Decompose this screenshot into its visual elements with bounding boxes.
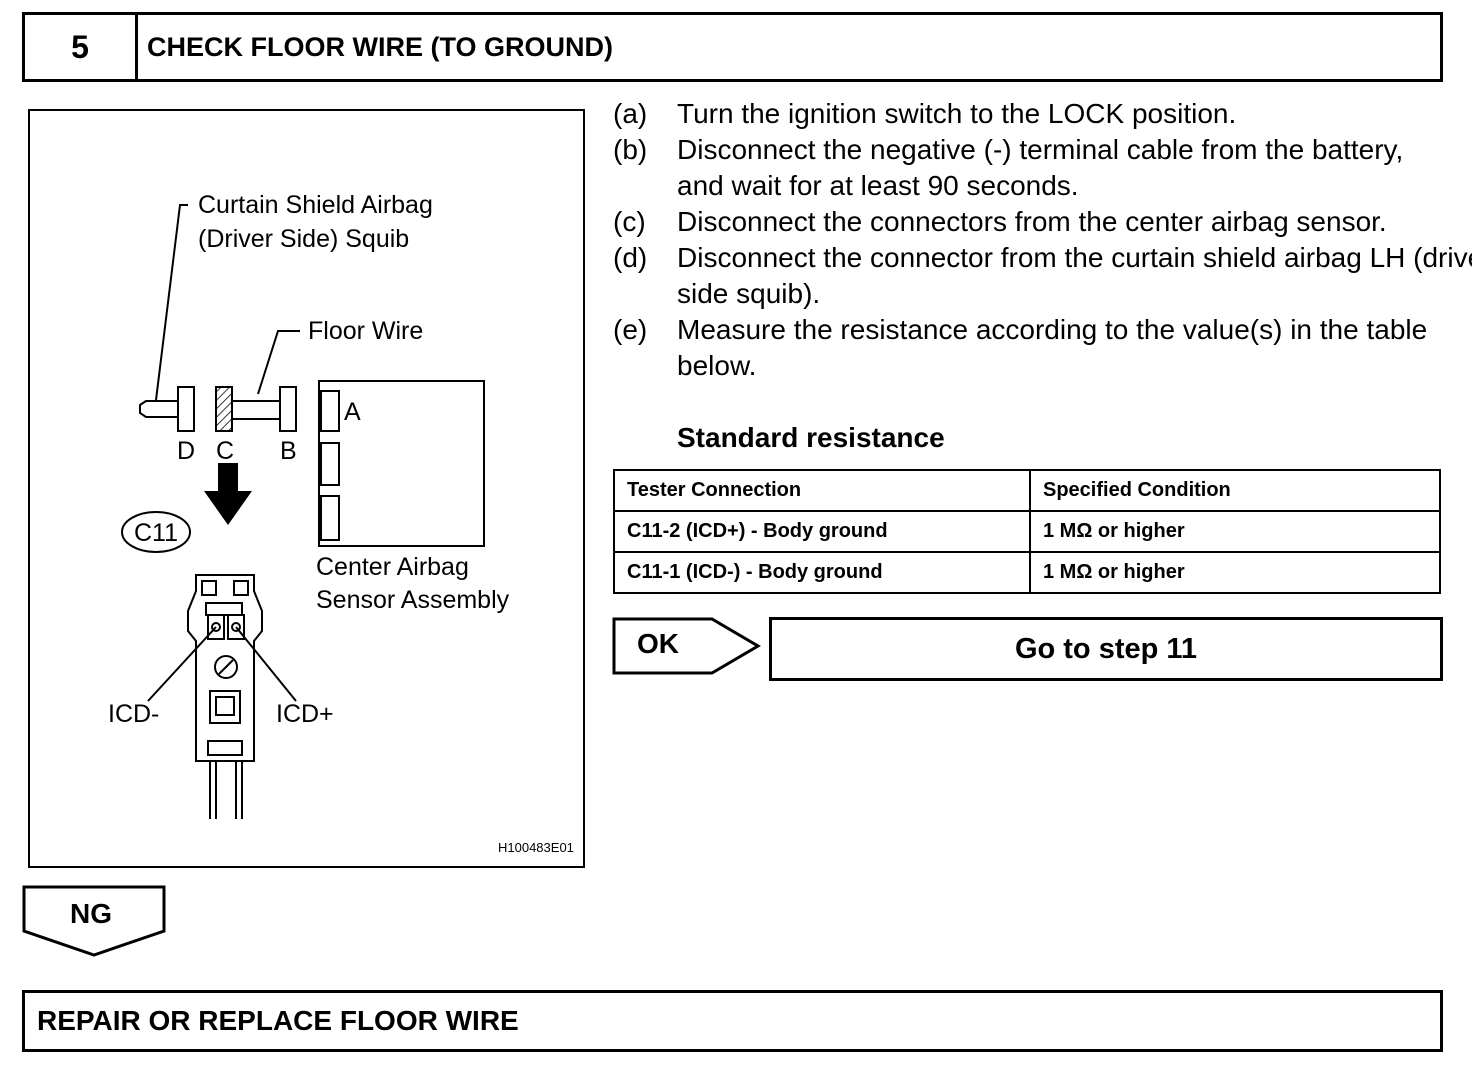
step-letter: (c): [613, 206, 646, 237]
step-item: (d) Disconnect the connector from the cu…: [613, 240, 1472, 312]
step-text: Disconnect the negative (-) terminal cab…: [677, 134, 1404, 201]
step-text: Turn the ignition switch to the LOCK pos…: [677, 98, 1237, 129]
connector-b-label: B: [280, 437, 297, 465]
step-number: 5: [25, 15, 138, 79]
step-item: (b) Disconnect the negative (-) terminal…: [613, 132, 1437, 204]
label-squib-line1: Curtain Shield Airbag: [198, 191, 433, 219]
ok-arrow-icon: [612, 617, 761, 675]
figure-id: H100483E01: [498, 840, 574, 855]
ng-label: NG: [70, 898, 112, 929]
step-title: CHECK FLOOR WIRE (TO GROUND): [147, 31, 613, 62]
ng-arrow-icon: [22, 885, 166, 957]
step-text: Disconnect the connectors from the cente…: [677, 206, 1387, 237]
table-cell: C11-1 (ICD-) - Body ground: [613, 551, 1031, 594]
label-icd-plus: ICD+: [276, 700, 334, 728]
step-header: 5 CHECK FLOOR WIRE (TO GROUND): [22, 12, 1443, 82]
table-header-cell: Tester Connection: [613, 469, 1031, 512]
step-text: Disconnect the connector from the curtai…: [677, 242, 1472, 309]
wiring-figure: Curtain Shield Airbag (Driver Side) Squi…: [28, 109, 585, 868]
ok-action-text: Go to step 11: [1014, 632, 1198, 665]
label-floor-wire: Floor Wire: [308, 317, 423, 345]
step-item: (c) Disconnect the connectors from the c…: [613, 204, 1437, 240]
step-letter: (d): [613, 242, 648, 273]
connector-d-label: D: [177, 437, 195, 465]
table-header-row: Tester Connection Specified Condition: [613, 469, 1441, 512]
connector-c: [215, 386, 233, 432]
ok-label: OK: [637, 628, 679, 659]
step-letter: (e): [613, 314, 648, 345]
table-cell: 1 MΩ or higher: [1029, 551, 1441, 594]
connector-code-badge: [121, 511, 191, 553]
ng-action-text: REPAIR OR REPLACE FLOOR WIRE: [37, 1005, 519, 1036]
spec-table: Tester Connection Specified Condition C1…: [613, 469, 1441, 594]
table-header-cell: Specified Condition: [1029, 469, 1441, 512]
connector-d: [139, 386, 195, 432]
label-icd-minus: ICD-: [108, 700, 159, 728]
step-item: (a) Turn the ignition switch to the LOCK…: [613, 96, 1377, 132]
arrow-down-icon: [204, 463, 252, 525]
step-letter: (a): [613, 98, 648, 129]
wiring-diagram: Curtain Shield Airbag (Driver Side) Squi…: [108, 191, 574, 855]
standard-resistance-label: Standard resistance: [677, 422, 945, 453]
step-letter: (b): [613, 134, 648, 165]
connector-code: C11: [134, 519, 178, 547]
step-text: Measure the resistance according to the …: [677, 314, 1428, 381]
table-cell: C11-2 (ICD+) - Body ground: [613, 510, 1031, 553]
connector-c-label: C: [216, 437, 234, 465]
table-row: C11-2 (ICD+) - Body ground 1 MΩ or highe…: [613, 510, 1441, 553]
ng-action-box: REPAIR OR REPLACE FLOOR WIRE: [22, 990, 1443, 1052]
label-sensor-line2: Sensor Assembly: [316, 586, 510, 614]
table-cell: 1 MΩ or higher: [1029, 510, 1441, 553]
label-squib-line2: (Driver Side) Squib: [198, 225, 409, 253]
connector-b: [279, 386, 297, 432]
step-item: (e) Measure the resistance according to …: [613, 312, 1472, 384]
table-row: C11-1 (ICD-) - Body ground 1 MΩ or highe…: [613, 551, 1441, 594]
connector-a-label: A: [344, 398, 361, 426]
center-airbag-sensor: [318, 380, 485, 547]
connector-c11-face: [147, 574, 297, 819]
label-sensor-line1: Center Airbag: [316, 553, 469, 581]
floor-wire-body: [231, 400, 281, 420]
procedure-steps: (a) Turn the ignition switch to the LOCK…: [613, 96, 1472, 384]
ok-action-box: Go to step 11: [769, 617, 1443, 681]
